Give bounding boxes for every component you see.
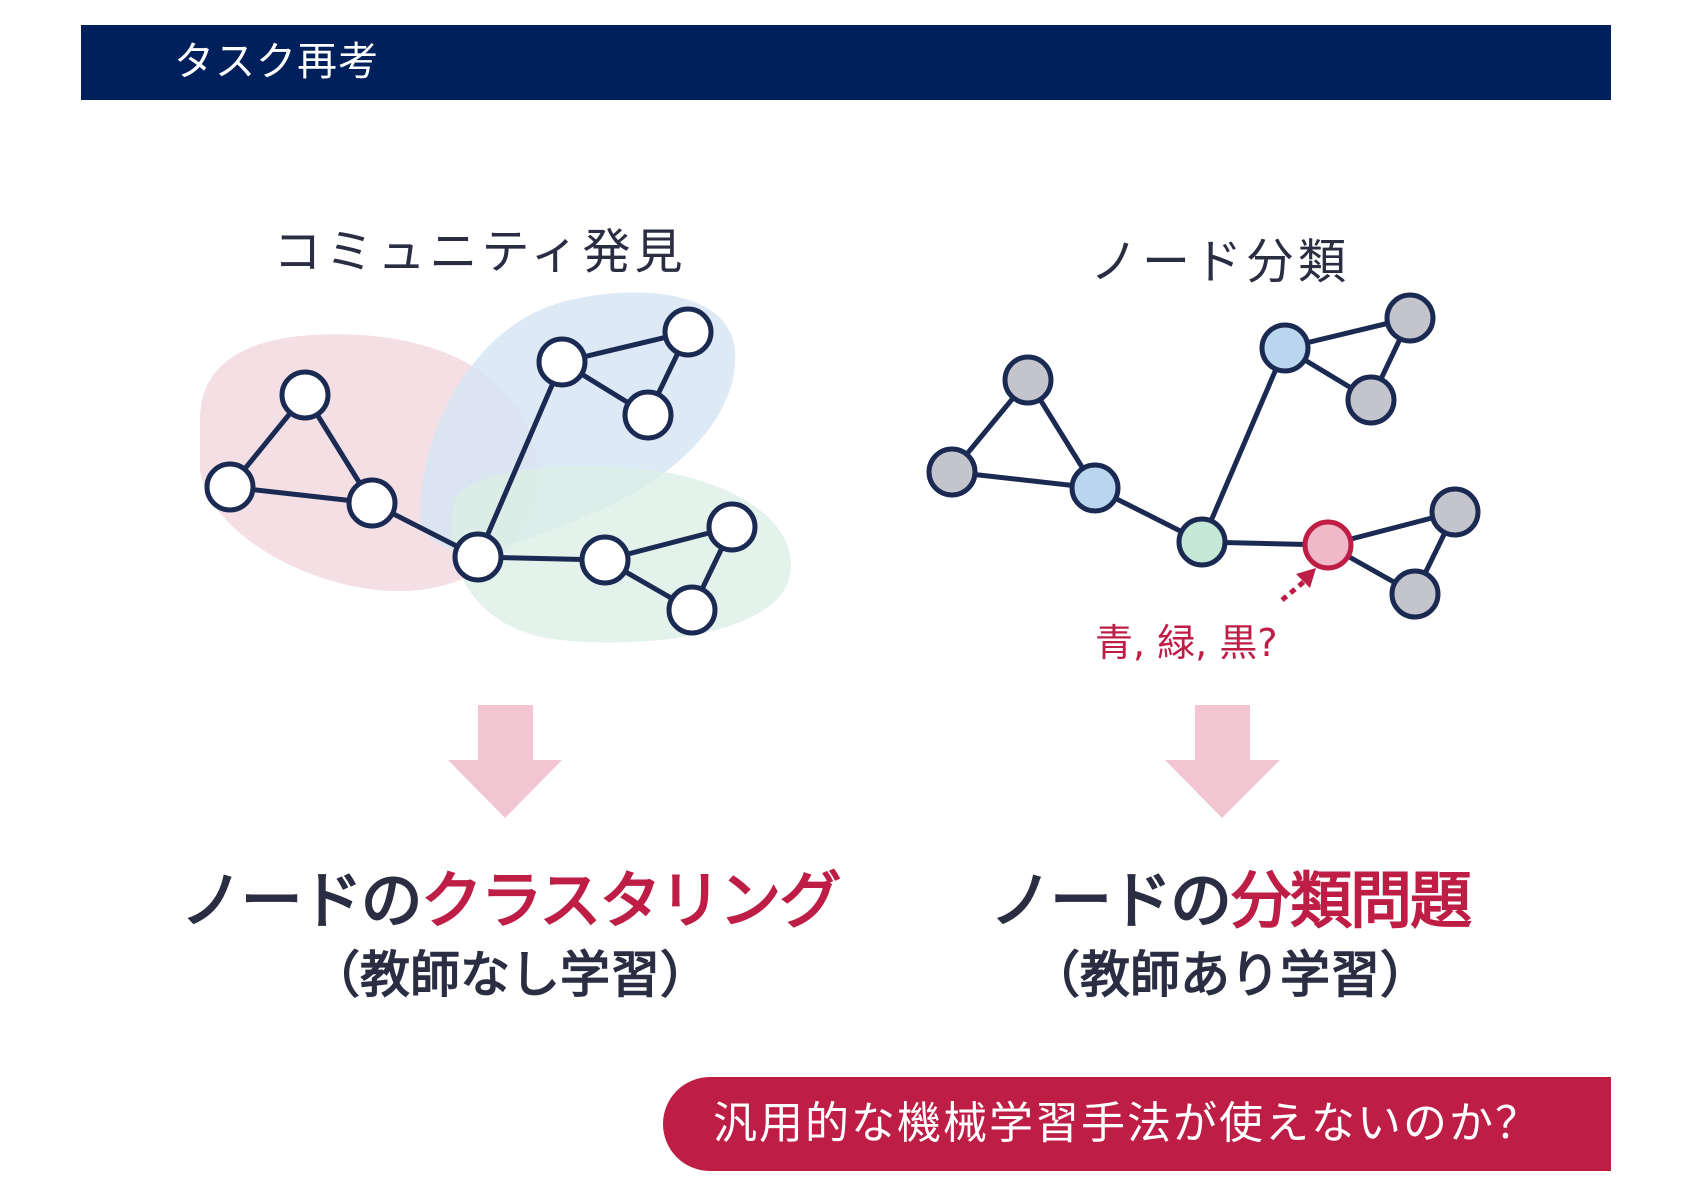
classification-annotation: 青, 緑, 黒?	[1095, 621, 1278, 665]
graph-node-gray	[1429, 486, 1481, 538]
graph-node-blue	[1259, 322, 1311, 374]
header-bar: タスク再考	[81, 25, 1611, 100]
graph-node	[579, 534, 631, 586]
left-result-heading: ノードのクラスタリング	[130, 850, 890, 940]
graph-node	[346, 477, 398, 529]
right-result-accent: 分類問題	[1230, 864, 1472, 937]
graph-node-gray	[1345, 374, 1397, 426]
left-down-arrow	[448, 705, 562, 818]
graph-node	[662, 306, 714, 358]
graph-node-gray	[1384, 292, 1436, 344]
left-result-subtitle: （教師なし学習）	[310, 946, 710, 1004]
graph-node	[536, 336, 588, 388]
graph-node-unknown	[1302, 519, 1354, 571]
left-result-prefix: ノードの	[180, 864, 423, 937]
graph-node-gray	[1389, 568, 1441, 620]
graph-node-blue	[1069, 462, 1121, 514]
right-down-arrow	[1165, 705, 1280, 818]
graph-node	[622, 389, 674, 441]
graph-node	[204, 461, 256, 513]
right-graph-nodes	[926, 292, 1481, 620]
left-result-accent: クラスタリング	[420, 864, 842, 937]
annotation-arrow	[1280, 568, 1316, 602]
header-title: タスク再考	[174, 39, 379, 85]
node-classification-title: ノード分類	[1089, 234, 1350, 290]
graph-node	[279, 369, 331, 421]
right-result-prefix: ノードの	[989, 864, 1232, 937]
graph-node	[452, 531, 504, 583]
right-result-heading: ノードの分類問題	[880, 850, 1580, 940]
question-banner: 汎用的な機械学習手法が使えないのか？	[663, 1077, 1611, 1171]
graph-node-green	[1176, 516, 1228, 568]
right-result-subtitle: （教師あり学習）	[1030, 946, 1430, 1004]
graph-node-gray	[1002, 354, 1054, 406]
community-detection-title: コミュニティ発見	[273, 224, 687, 280]
graph-node	[706, 501, 758, 553]
graph-node	[666, 584, 718, 636]
left-graph-nodes	[204, 306, 758, 636]
graph-node-gray	[926, 446, 978, 498]
question-text: 汎用的な機械学習手法が使えないのか？	[713, 1098, 1541, 1149]
